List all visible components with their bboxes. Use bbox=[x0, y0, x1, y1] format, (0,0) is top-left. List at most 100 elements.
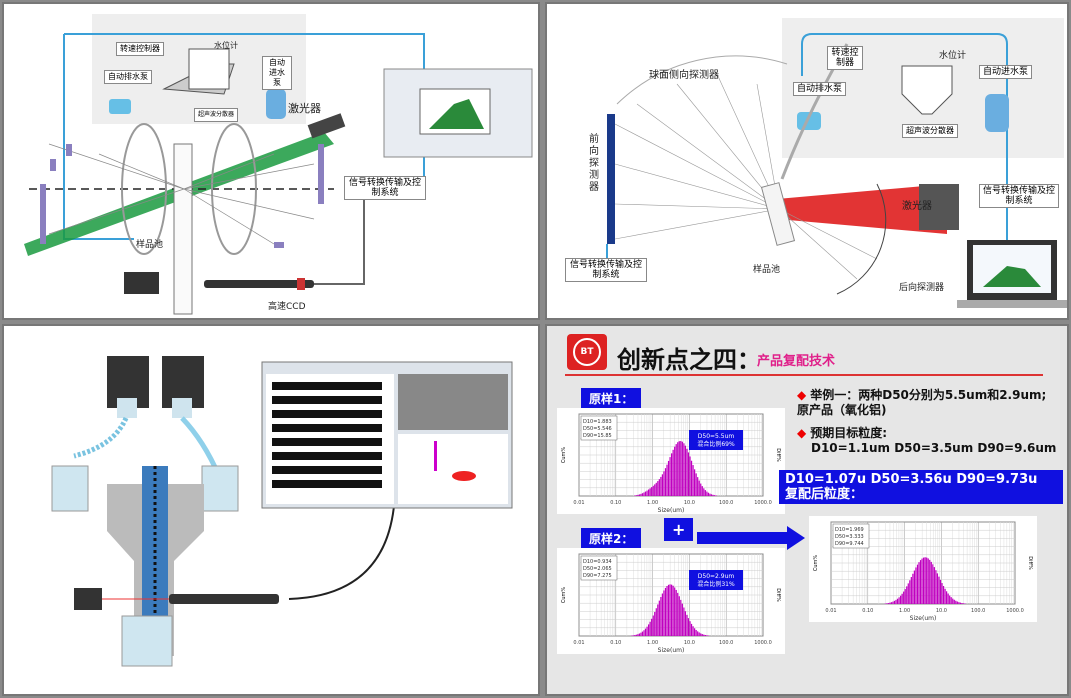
x-tick-label: 0.10 bbox=[862, 608, 873, 614]
bar bbox=[923, 557, 925, 604]
bar bbox=[681, 603, 683, 636]
bar bbox=[663, 471, 665, 496]
bar bbox=[687, 618, 690, 636]
bar bbox=[651, 618, 653, 636]
bar bbox=[698, 632, 700, 636]
bar bbox=[701, 634, 703, 636]
bar bbox=[661, 474, 664, 496]
bar bbox=[640, 632, 642, 636]
bar bbox=[643, 492, 645, 496]
bar bbox=[684, 611, 687, 636]
bar bbox=[889, 602, 891, 604]
bar bbox=[658, 600, 660, 636]
x-tick-label: 1.00 bbox=[647, 640, 658, 646]
bar bbox=[686, 448, 688, 496]
bar bbox=[657, 604, 659, 636]
y-axis-label: Cum% bbox=[813, 555, 819, 572]
bar bbox=[669, 457, 671, 496]
bar bbox=[646, 490, 648, 496]
bar bbox=[634, 635, 636, 636]
slide-subtitle: 产品复配技术 bbox=[757, 354, 836, 369]
annotation-box bbox=[689, 570, 743, 590]
bar bbox=[942, 586, 945, 604]
company-logo: BT bbox=[567, 334, 607, 370]
stats-box bbox=[580, 555, 618, 581]
bar bbox=[651, 487, 653, 496]
bar bbox=[926, 557, 928, 604]
bar bbox=[674, 446, 676, 496]
x-tick-label: 1000.0 bbox=[1006, 608, 1024, 614]
bar bbox=[895, 599, 897, 604]
bullet-example-text: 举例一：两种D50分别为5.5um和2.9um;原产品（氧化铝) bbox=[797, 388, 1047, 417]
x-tick-label: 10.0 bbox=[684, 640, 695, 646]
bar bbox=[641, 493, 644, 496]
x-tick-label: 100.0 bbox=[971, 608, 985, 614]
bar bbox=[958, 602, 960, 604]
bar bbox=[912, 573, 914, 604]
bar bbox=[674, 587, 676, 636]
y-axis-right-label: Diff% bbox=[1027, 556, 1033, 570]
x-tick-label: 1000.0 bbox=[754, 500, 772, 506]
bar bbox=[898, 597, 900, 604]
logo-text: BT bbox=[573, 338, 601, 366]
label-drain-pump-2: 自动排水泵 bbox=[793, 82, 847, 96]
slide-product-blending: BT 创新点之四： 产品复配技术 原样1： 原样2： + ◆举例一：两种D50分… bbox=[545, 324, 1069, 696]
x-tick-label: 1000.0 bbox=[754, 640, 772, 646]
bar bbox=[694, 628, 696, 636]
bullet-target: ◆预期目标粒度:D10=1.1um D50=3.5um D90=9.6um bbox=[797, 426, 1057, 455]
bar bbox=[712, 494, 714, 496]
bar bbox=[664, 468, 667, 496]
bar bbox=[700, 483, 702, 496]
bar bbox=[706, 635, 708, 636]
bar bbox=[953, 599, 955, 604]
diagram-imaging-setup bbox=[51, 356, 513, 667]
bar bbox=[638, 494, 641, 496]
stat-text: D90=15.85 bbox=[583, 433, 612, 439]
bar bbox=[946, 591, 948, 604]
bar bbox=[655, 482, 657, 496]
bar bbox=[704, 490, 706, 496]
bar bbox=[910, 577, 912, 604]
bar bbox=[648, 489, 650, 496]
bar bbox=[955, 600, 957, 604]
stat-text: D90=7.275 bbox=[583, 573, 612, 579]
bar bbox=[684, 445, 687, 496]
bar bbox=[932, 564, 934, 604]
x-tick-label: 0.10 bbox=[610, 500, 621, 506]
bar bbox=[694, 469, 696, 496]
annotation-text: D50=5.5um bbox=[698, 433, 735, 440]
bar bbox=[692, 626, 694, 636]
bar bbox=[687, 452, 690, 496]
bar bbox=[695, 473, 697, 496]
label-inlet-pump-2: 自动进水泵 bbox=[979, 65, 1033, 79]
bar bbox=[935, 570, 937, 604]
label-ultrasonic-2: 超声波分散器 bbox=[902, 124, 958, 138]
bar bbox=[709, 493, 711, 496]
plus-sign: + bbox=[664, 518, 694, 541]
annotation-box bbox=[689, 430, 743, 450]
stat-text: D50=2.065 bbox=[583, 566, 612, 572]
bullet-target-title: 预期目标粒度: bbox=[810, 426, 888, 440]
bar bbox=[649, 621, 651, 636]
diagram-laser-diffraction: 球面侧向探测器 前向探测器 转速控制器 水位计 自动排水泵 自动进水泵 超声波分… bbox=[545, 2, 1069, 320]
bar bbox=[710, 494, 713, 496]
bar bbox=[638, 633, 641, 636]
bar bbox=[892, 601, 894, 604]
bar bbox=[919, 560, 922, 604]
x-tick-label: 100.0 bbox=[719, 640, 733, 646]
bar bbox=[644, 491, 647, 496]
bar bbox=[671, 453, 673, 496]
label-inlet-pump: 自动进水泵 bbox=[262, 56, 292, 90]
bar bbox=[886, 603, 888, 604]
label-drain-pump: 自动排水泵 bbox=[104, 70, 152, 84]
label-sample-cell: 样品池 bbox=[136, 240, 164, 250]
bar bbox=[961, 602, 963, 604]
bar bbox=[675, 444, 677, 496]
bar bbox=[655, 608, 657, 636]
